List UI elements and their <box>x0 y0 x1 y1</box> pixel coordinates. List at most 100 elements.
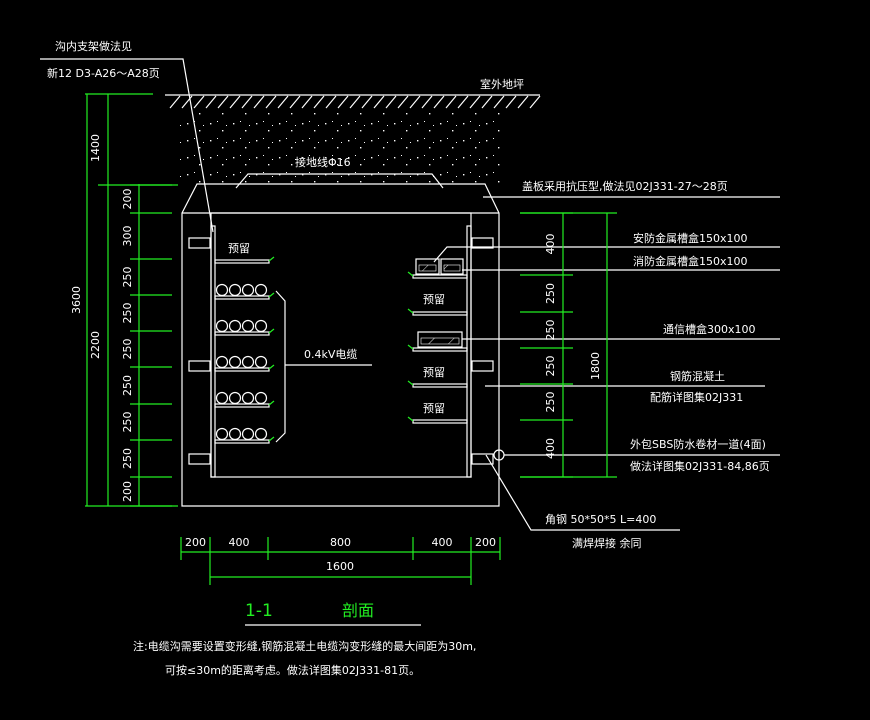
shelf-tip <box>268 436 275 442</box>
dim-label: 200 <box>475 536 496 549</box>
reserved-label: 预留 <box>423 402 445 415</box>
cable-icon <box>228 355 242 369</box>
cable-callout: 0.4kV电缆 <box>275 290 372 443</box>
dim-cover: 1400 <box>89 134 102 162</box>
ground-hatch-line <box>229 95 241 109</box>
shelf-tip <box>268 328 275 334</box>
cable-icon <box>241 355 255 369</box>
ground-hatch-line <box>517 95 529 109</box>
shelf <box>412 419 468 424</box>
tray-fire-label: 消防金属槽盒150x100 <box>633 254 748 268</box>
ground-hatch-line <box>241 95 253 109</box>
concrete-label: 钢筋混凝土 <box>670 369 725 383</box>
cable-icon <box>254 283 268 297</box>
dim-label: 200 <box>121 189 134 210</box>
dim-label: 400 <box>544 234 557 255</box>
dim-trench: 2200 <box>89 331 102 359</box>
shelf-tip <box>407 308 414 314</box>
cover-note: 盖板采用抗压型,做法见02J331-27～28页 <box>522 179 728 193</box>
shelf-tip <box>407 344 414 350</box>
shelf <box>214 259 270 264</box>
dim-label: 250 <box>121 412 134 433</box>
ground-hatch-line <box>349 95 361 109</box>
bracket-ref-text: 新12 D3-A26～A28页 <box>47 66 160 80</box>
dim-bottom-total: 1600 <box>326 560 354 573</box>
cable-icon <box>228 319 242 333</box>
trench-structure <box>181 183 500 507</box>
dim-label: 250 <box>544 392 557 413</box>
reserved-label: 预留 <box>423 293 445 306</box>
reserved-label: 预留 <box>423 366 445 379</box>
ground-hatch-line <box>253 95 265 109</box>
waterproof-label: 外包SBS防水卷材一道(4面) <box>630 437 766 451</box>
concrete-ref: 配筋详图集02J331 <box>650 390 743 404</box>
grounding-wire: 接地线Φ16 <box>235 155 444 189</box>
ground-hatch-line <box>301 95 313 109</box>
dim-label: 250 <box>121 375 134 396</box>
shelf-tip <box>268 292 275 298</box>
dim-label: 250 <box>544 283 557 304</box>
shelf-tip <box>407 380 414 386</box>
shelf <box>412 347 468 352</box>
weld-note: 满焊焊接 余同 <box>572 536 642 550</box>
ground-hatch-line <box>385 95 397 109</box>
ground-hatch-line <box>289 95 301 109</box>
dim-label: 300 <box>121 226 134 247</box>
dim-label: 800 <box>330 536 351 549</box>
cable-label: 0.4kV电缆 <box>304 348 357 361</box>
dim-label: 250 <box>121 303 134 324</box>
right-brackets <box>407 271 468 424</box>
shelf <box>214 295 270 300</box>
cable-icon <box>254 427 268 441</box>
shelf-tip <box>268 256 275 262</box>
ground-hatch-line <box>493 95 505 109</box>
ground-hatch-line <box>325 95 337 109</box>
ground-line <box>165 94 541 184</box>
cable-icon <box>241 427 255 441</box>
note-line-1: 注:电缆沟需要设置变形缝,钢筋混凝土电缆沟变形缝的最大间距为30m, <box>133 639 476 653</box>
shelf <box>412 274 468 279</box>
dim-label: 250 <box>121 267 134 288</box>
cable-icon <box>254 391 268 405</box>
ground-hatch-line <box>337 95 349 109</box>
waterproof-ref: 做法详图集02J331-84,86页 <box>630 459 770 473</box>
cable-icon <box>215 427 229 441</box>
left-brackets <box>214 256 275 444</box>
tray-comm-label: 通信槽盒300x100 <box>663 322 756 336</box>
cable-icon <box>241 319 255 333</box>
dim-label: 250 <box>121 339 134 360</box>
ground-hatch-line <box>529 95 541 109</box>
shelf-tip <box>407 271 414 277</box>
ground-hatch-line <box>445 95 457 109</box>
dim-label: 250 <box>544 320 557 341</box>
section-title: 1-1 剖面 <box>245 601 421 626</box>
cable-icon <box>215 283 229 297</box>
dim-label: 200 <box>121 481 134 502</box>
bracket-ref-text: 沟内支架做法见 <box>55 39 132 53</box>
dim-label: 400 <box>229 536 250 549</box>
ground-hatch-line <box>265 95 277 109</box>
dim-label: 400 <box>544 438 557 459</box>
angle-steel-label: 角钢 50*50*5 L=400 <box>545 513 656 526</box>
dim-label: 200 <box>185 536 206 549</box>
cable-icon <box>241 391 255 405</box>
ground-hatch-line <box>505 95 517 109</box>
note-line-2: 可按≤30m的距离考虑。做法详图集02J331-81页。 <box>165 663 420 677</box>
tray-security-label: 安防金属槽盒150x100 <box>633 231 748 245</box>
cable-icon <box>228 283 242 297</box>
cable-icon <box>215 391 229 405</box>
section-number: 1-1 <box>245 601 273 621</box>
shelf-tip <box>268 364 275 370</box>
ground-hatch-line <box>409 95 421 109</box>
cable-icon <box>228 391 242 405</box>
shelf <box>214 331 270 336</box>
cable-trays <box>415 258 464 348</box>
cable-icon <box>241 283 255 297</box>
shelf <box>214 439 270 444</box>
reserved-label: 预留 <box>228 242 250 255</box>
ground-hatch-line <box>469 95 481 109</box>
